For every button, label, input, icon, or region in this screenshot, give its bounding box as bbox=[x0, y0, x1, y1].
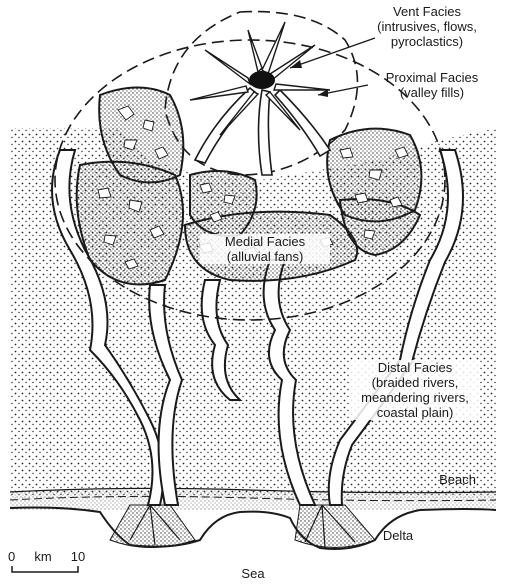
vent-facies-title: Vent Facies bbox=[352, 4, 502, 19]
proximal-facies-label: Proximal Facies (valley fills) bbox=[362, 70, 502, 100]
scale-start-label: 0 bbox=[8, 549, 20, 564]
beach-label: Beach bbox=[420, 472, 476, 487]
sea-label: Sea bbox=[228, 566, 278, 581]
vent-facies-desc-2: pyroclastics) bbox=[352, 34, 502, 49]
vent-core bbox=[249, 71, 275, 89]
distal-facies-label: Distal Facies (braided rivers, meanderin… bbox=[350, 360, 480, 420]
delta-right bbox=[295, 505, 375, 548]
scale-unit-label: km bbox=[30, 549, 56, 564]
distal-facies-desc-1: (braided rivers, bbox=[350, 375, 480, 390]
delta-label: Delta bbox=[368, 528, 428, 543]
scale-bar bbox=[12, 566, 78, 572]
distal-facies-title: Distal Facies bbox=[350, 360, 480, 375]
proximal-facies-title: Proximal Facies bbox=[362, 70, 502, 85]
medial-facies-label: Medial Facies (alluvial fans) bbox=[200, 234, 330, 264]
distal-facies-desc-2: meandering rivers, bbox=[350, 390, 480, 405]
medial-facies-desc: (alluvial fans) bbox=[200, 249, 330, 264]
distal-facies-desc-3: coastal plain) bbox=[350, 405, 480, 420]
proximal-facies-desc: (valley fills) bbox=[362, 85, 502, 100]
medial-facies-title: Medial Facies bbox=[200, 234, 330, 249]
scale-end-label: 10 bbox=[68, 549, 88, 564]
vent-facies-label: Vent Facies (intrusives, flows, pyroclas… bbox=[352, 4, 502, 49]
vent-facies-desc-1: (intrusives, flows, bbox=[352, 19, 502, 34]
proximal-valley-fills bbox=[195, 88, 330, 175]
